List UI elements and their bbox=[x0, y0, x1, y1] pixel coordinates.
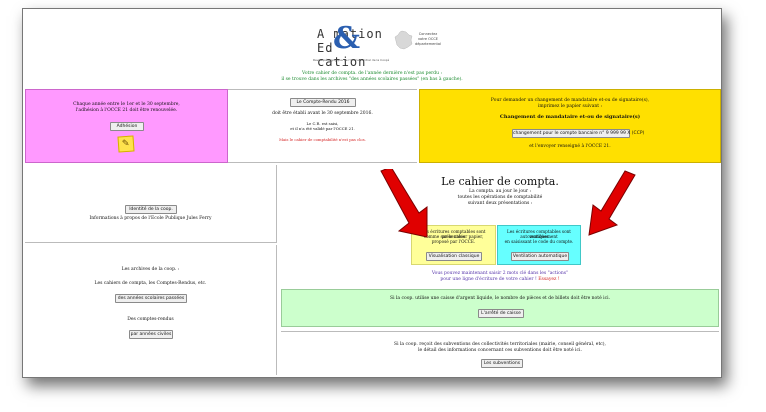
annees-civiles-button[interactable]: par années civiles bbox=[129, 330, 173, 339]
subventions-text-2: le détail des informations concernant ce… bbox=[418, 348, 582, 353]
visualisation-classique-button[interactable]: Visualisation classique bbox=[426, 252, 482, 261]
ventilation-automatique-button[interactable]: Ventilation automatique bbox=[511, 252, 569, 261]
adhesion-panel: Chaque année entre le 1er et le 30 septe… bbox=[25, 89, 228, 163]
map-caption: Connectez votre OCCE départemental bbox=[415, 32, 441, 46]
right-column: Le cahier de compta. La compta. au jour … bbox=[279, 165, 721, 377]
mandataire-panel: Pour demander un changement de mandatair… bbox=[419, 89, 721, 163]
archive-note-line-1: Votre cahier de compta. de l'année derni… bbox=[302, 71, 442, 76]
cahier-text-2: toutes les opérations de comptabilité bbox=[457, 195, 543, 200]
changement-compte-button[interactable]: changement pour le compte bancaire n° 9 … bbox=[512, 129, 645, 138]
caisse-text: Si la coop. utilise une caisse d'argent … bbox=[389, 296, 610, 301]
compte-rendu-button[interactable]: Le Compte-Rendu 2016 bbox=[290, 98, 356, 107]
compte-rendu-status-2: et il n'a été validé par l'OCCE 21. bbox=[290, 126, 355, 131]
classic-text-2: comme sur le cahier papier, bbox=[423, 234, 484, 239]
compte-rendu-status-1: Le C.R. est saisi, bbox=[306, 121, 339, 126]
red-arrow-right-icon bbox=[588, 170, 636, 236]
compte-rendu-warning: Mais le cahier de comptabilité n'est pas… bbox=[279, 137, 366, 142]
page-header: A mation & Ed cation Revue pédagogique d… bbox=[23, 9, 721, 87]
arrete-caisse-panel: Si la coop. utilise une caisse d'argent … bbox=[281, 289, 719, 327]
subventions-button[interactable]: Les subventions bbox=[481, 359, 523, 368]
mandataire-text-2: imprimez le papier suivant : bbox=[537, 104, 603, 109]
adhesion-text-2: l'adhésion à l'OCCE 21 doit être renouve… bbox=[75, 108, 178, 113]
annees-scolaires-button[interactable]: des années scolaires passées bbox=[115, 294, 187, 303]
ventilation-automatique-panel: Les écritures comptables sont ventilées … bbox=[497, 225, 581, 265]
animation-education-logo[interactable]: A mation & Ed cation Revue pédagogique d… bbox=[309, 21, 389, 69]
classic-text-1: Les écritures comptables sont présentées bbox=[421, 229, 486, 239]
france-map-icon[interactable] bbox=[393, 29, 415, 51]
actions-note-line-2: pour une ligne d'écriture de votre cahie… bbox=[279, 277, 721, 283]
archives-panel: Les archives de la coop. : Les cahiers d… bbox=[25, 245, 277, 375]
auto-text-3: en saisissant le code du compte. bbox=[504, 239, 574, 244]
mandataire-heading: Changement de mandataire et-ou de signat… bbox=[499, 114, 641, 120]
subventions-panel: Si la coop. reçoit des subventions des c… bbox=[281, 331, 719, 375]
arrete-caisse-button[interactable]: L'arrêté de caisse bbox=[478, 309, 524, 318]
logo-line-1: A mation bbox=[317, 27, 383, 41]
adhesion-button[interactable]: Adhésion bbox=[110, 122, 144, 131]
cahier-title: Le cahier de compta. bbox=[441, 175, 559, 188]
identite-panel: Identité de la coop. Informations à prop… bbox=[25, 165, 277, 243]
actions-note-line-2a: pour une ligne d'écriture de votre cahie… bbox=[440, 277, 537, 282]
essayez-link[interactable]: Essayez ! bbox=[538, 277, 560, 282]
left-column: Identité de la coop. Informations à prop… bbox=[25, 165, 277, 377]
archive-note-line-2: il se trouve dans les archives "des anné… bbox=[281, 77, 463, 82]
sticky-note-pen-icon[interactable]: ✎ bbox=[117, 135, 135, 153]
actions-note: Vous pouvez maintenant saisir 2 mots clé… bbox=[279, 271, 721, 283]
comptes-rendus-title: Des comptes-rendus bbox=[127, 317, 174, 322]
red-arrow-left-icon bbox=[380, 169, 428, 238]
mandataire-text-1: Pour demander un changement de mandatair… bbox=[490, 98, 650, 103]
subventions-text-1: Si la coop. reçoit des subventions des c… bbox=[394, 342, 606, 347]
identite-coop-button[interactable]: Identité de la coop. bbox=[125, 205, 177, 214]
browser-page-frame: A mation & Ed cation Revue pédagogique d… bbox=[22, 8, 722, 378]
archives-text: Les cahiers de compta, les Comptes-Rendu… bbox=[94, 281, 207, 286]
adhesion-text-1: Chaque année entre le 1er et le 30 septe… bbox=[73, 102, 180, 107]
compte-rendu-deadline: doit être établi avant le 30 septembre 2… bbox=[272, 111, 373, 116]
actions-note-line-1: Vous pouvez maintenant saisir 2 mots clé… bbox=[431, 271, 569, 276]
archives-title: Les archives de la coop. : bbox=[121, 267, 180, 272]
cahier-text-1: La compta. au jour le jour : bbox=[468, 189, 532, 194]
logo-ampersand: & bbox=[333, 21, 361, 56]
auto-text-2: automatiquement bbox=[520, 234, 558, 239]
identite-text: Informations à propos de l'Ecole Publiqu… bbox=[89, 216, 212, 221]
cahier-text-3: suivant deux présentations : bbox=[467, 201, 533, 206]
auto-text-1: Les écritures comptables sont ventilées bbox=[507, 229, 571, 239]
logo-line-2: Ed cation bbox=[317, 41, 367, 69]
mandataire-text-3: et l'envoyer renseigné à l'OCCE 21. bbox=[529, 144, 611, 149]
classic-text-3: proposé par l'OCCE. bbox=[431, 239, 476, 244]
compte-rendu-panel: Le Compte-Rendu 2016 doit être établi av… bbox=[228, 89, 417, 163]
logo-subtitle: Revue pédagogique de l'Office Central de… bbox=[313, 58, 389, 62]
